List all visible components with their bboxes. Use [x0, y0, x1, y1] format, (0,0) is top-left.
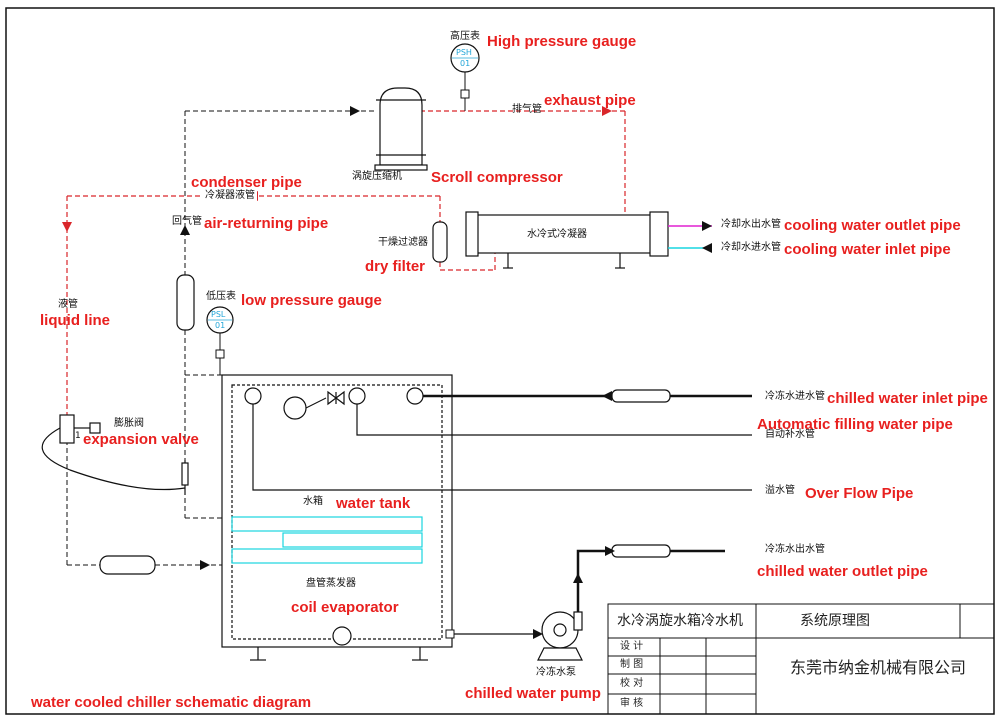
label-chilled-water-outlet-pipe: chilled water outlet pipe [757, 563, 928, 580]
cn-scroll-compressor: 涡旋压缩机 [352, 171, 402, 182]
auto-fill-water-line [356, 404, 752, 436]
suction-accumulator [176, 274, 195, 331]
water-cooled-condenser [465, 211, 669, 269]
title-block-row-check: 校 对 [620, 678, 644, 689]
cn-air-return-pipe: 回气管 [172, 216, 202, 227]
cooling-outlet-arrow [702, 221, 712, 231]
cn-chilled-water-pump: 冷冻水泵 [536, 667, 576, 678]
cn-condenser-liquid-pipe: 冷凝器液管 [203, 190, 257, 201]
label-air-returning-pipe: air-returning pipe [204, 215, 329, 232]
cn-water-cooled-condenser: 水冷式冷凝器 [527, 229, 587, 240]
valve-mark: 1 [75, 431, 81, 441]
cn-cooling-water-outlet: 冷却水出水管 [721, 219, 781, 230]
title-block-product: 水冷涡旋水箱冷水机 [617, 613, 743, 629]
pump-discharge-line [576, 549, 725, 620]
label-chilled-water-pump: chilled water pump [465, 685, 601, 702]
label-low-pressure-gauge: low pressure gauge [241, 292, 382, 309]
label-scroll-compressor: Scroll compressor [431, 169, 563, 186]
scroll-compressor [374, 87, 428, 171]
cn-expansion-valve: 膨胀阀 [114, 418, 144, 429]
title-block-row-review: 审 核 [620, 698, 644, 709]
water-tank [221, 374, 453, 661]
high-gauge-num: 01 [460, 59, 471, 68]
drawing-frame [5, 7, 995, 715]
chilled-water-pump [537, 611, 583, 661]
label-liquid-line: liquid line [40, 312, 110, 329]
label-chilled-water-inlet-pipe: chilled water inlet pipe [827, 390, 988, 407]
low-gauge-tag: PSL [211, 310, 226, 319]
label-automatic-filling-water-pipe: Automatic filling water pipe [757, 416, 953, 433]
label-diagram-caption: water cooled chiller schematic diagram [31, 694, 312, 711]
label-exhaust-pipe: exhaust pipe [544, 92, 636, 109]
cn-low-pressure-gauge: 低压表 [206, 291, 236, 302]
cn-exhaust-pipe: 排气管 [512, 104, 542, 115]
cn-liquid-pipe: 液管 [58, 299, 78, 310]
label-condenser-pipe: condenser pipe [191, 174, 302, 191]
cn-dry-filter: 干燥过滤器 [378, 237, 428, 248]
title-block-row-draft: 制 图 [620, 659, 644, 670]
water-arrows [533, 391, 615, 639]
cn-water-tank: 水箱 [303, 496, 323, 507]
title-block-drawing: 系统原理图 [800, 613, 870, 629]
label-cooling-water-inlet-pipe: cooling water inlet pipe [784, 241, 951, 258]
label-high-pressure-gauge: High pressure gauge [487, 33, 637, 50]
label-cooling-water-outlet-pipe: cooling water outlet pipe [784, 217, 961, 234]
title-block-row-design: 设 计 [620, 641, 644, 652]
coil-evaporator [231, 516, 423, 564]
chilled-outlet-filter [611, 544, 671, 558]
cooling-inlet-arrow [702, 243, 712, 253]
cn-high-pressure-gauge: 高压表 [450, 31, 480, 42]
label-over-flow-pipe: Over Flow Pipe [805, 485, 914, 502]
cn-coil-evaporator: 盘管蒸发器 [306, 578, 356, 589]
suction-arrows [180, 106, 360, 570]
cn-auto-fill-water: 自动补水管 [765, 429, 815, 440]
high-gauge-tag: PSH [456, 48, 472, 57]
low-gauge-num: 01 [215, 321, 226, 330]
label-dry-filter: dry filter [365, 258, 426, 275]
water-lines [252, 394, 752, 635]
title-block-company: 东莞市纳金机械有限公司 [790, 658, 967, 677]
label-expansion-valve: expansion valve [83, 431, 199, 448]
dry-filter [432, 221, 448, 263]
refrigerant-lines [66, 110, 626, 418]
cn-chilled-water-inlet: 冷冻水进水管 [765, 391, 825, 402]
chilled-inlet-filter [611, 389, 671, 403]
low-pressure-gauge [206, 306, 234, 375]
title-block [607, 603, 995, 715]
expansion-valve [41, 414, 189, 495]
high-pressure-gauge [450, 43, 480, 111]
overflow-line [252, 404, 752, 491]
cn-chilled-water-outlet: 冷冻水出水管 [765, 544, 825, 555]
cn-overflow: 溢水管 [765, 485, 795, 496]
label-water-tank: water tank [336, 495, 411, 512]
cn-cooling-water-inlet: 冷却水进水管 [721, 242, 781, 253]
label-coil-evaporator: coil evaporator [291, 599, 399, 616]
liquid-line-sight-glass [99, 555, 156, 575]
